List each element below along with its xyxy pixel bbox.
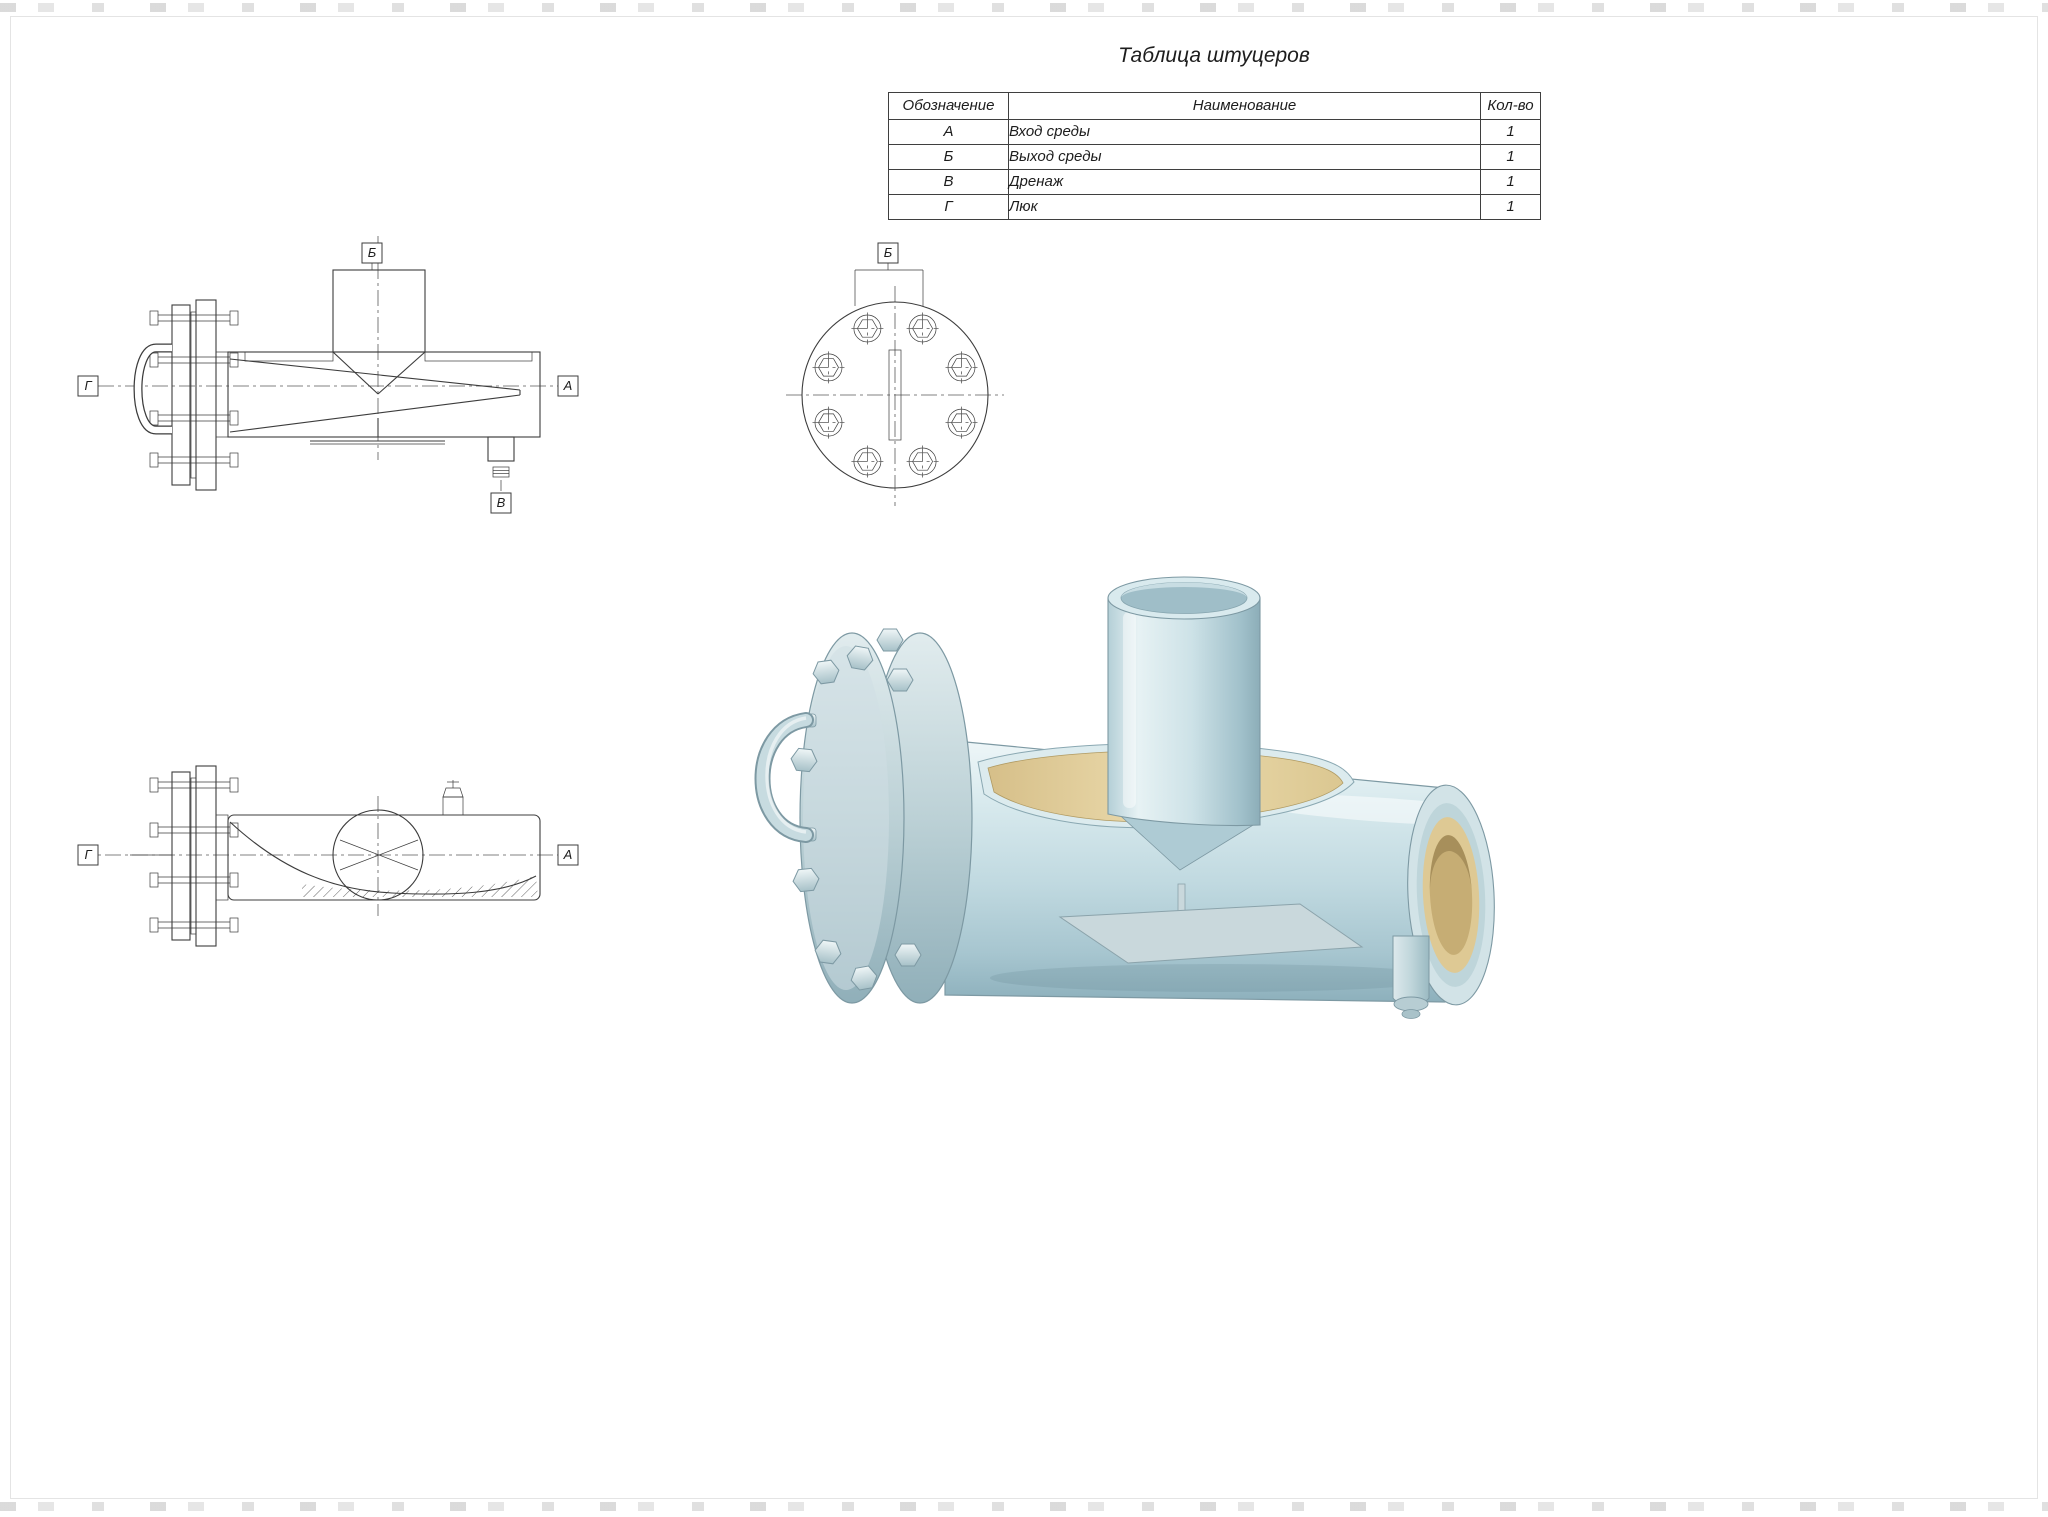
label-b-text: Б (368, 245, 377, 260)
center-slot (888, 349, 902, 441)
col-header-name: Наименование (1008, 92, 1481, 120)
table-row: А Вход среды 1 (888, 119, 1541, 145)
sheet-frame (10, 16, 2038, 1499)
vertical-nozzle (1107, 576, 1261, 827)
scan-edge-top (0, 3, 2048, 12)
table-header-row: Обозначение Наименование Кол-во (888, 92, 1541, 120)
label-b-text: Б (884, 245, 893, 260)
label-a: А (557, 375, 579, 397)
cell-qty: 1 (1480, 144, 1541, 170)
scan-edge-bottom (0, 1502, 2048, 1511)
flange-bolts (149, 310, 239, 468)
flange-end-view: Б (786, 242, 1004, 506)
label-g: Г (77, 844, 99, 866)
label-a-text: А (563, 847, 573, 862)
label-b: Б (361, 242, 383, 270)
cell-qty: 1 (1480, 194, 1541, 220)
nozzle-table: Таблица штуцеров Обозначение Наименовани… (888, 44, 1541, 220)
cell-mark: В (888, 169, 1009, 195)
label-g-text: Г (84, 378, 92, 393)
cell-mark: Б (888, 144, 1009, 170)
col-header-qty: Кол-во (1480, 92, 1541, 120)
nozzle-table-title: Таблица штуцеров (1118, 44, 1310, 67)
label-a: А (557, 844, 579, 866)
nozzle-b-section (332, 269, 426, 395)
label-v: В (490, 492, 512, 514)
cell-name: Вход среды (1008, 119, 1481, 145)
cell-name: Дренаж (1008, 169, 1481, 195)
flange-bolts (149, 777, 239, 933)
table-row: Г Люк 1 (888, 194, 1541, 220)
cell-name: Люк (1008, 194, 1481, 220)
table-row: Б Выход среды 1 (888, 144, 1541, 170)
vessel-body-section (227, 351, 541, 445)
side-section-view: Б А Г В (77, 236, 579, 514)
label-b: Б (854, 242, 924, 306)
label-v-text: В (497, 495, 506, 510)
table-row: В Дренаж 1 (888, 169, 1541, 195)
cell-mark: Г (888, 194, 1009, 220)
drain-stub (1392, 935, 1430, 1019)
drain-nozzle-section (487, 436, 515, 491)
manhole-flange-plan (130, 765, 239, 947)
isometric-render (754, 576, 1535, 1019)
flange-assembly (754, 628, 973, 1004)
top-plan-view: Г А (77, 765, 579, 947)
cell-name: Выход среды (1008, 144, 1481, 170)
label-g: Г (77, 375, 99, 397)
cell-qty: 1 (1480, 119, 1541, 145)
label-a-text: А (563, 378, 573, 393)
col-header-mark: Обозначение (888, 92, 1009, 120)
base-plate (1058, 883, 1364, 964)
manhole-flange-section (133, 299, 239, 491)
fitting-plan (442, 780, 464, 816)
cell-qty: 1 (1480, 169, 1541, 195)
davit-handle-3d (754, 712, 817, 843)
flange-outline (801, 301, 989, 489)
nozzle-table-grid: Обозначение Наименование Кол-во А Вход с… (888, 92, 1541, 220)
label-g-text: Г (84, 847, 92, 862)
davit-handle (133, 343, 172, 435)
cell-mark: А (888, 119, 1009, 145)
